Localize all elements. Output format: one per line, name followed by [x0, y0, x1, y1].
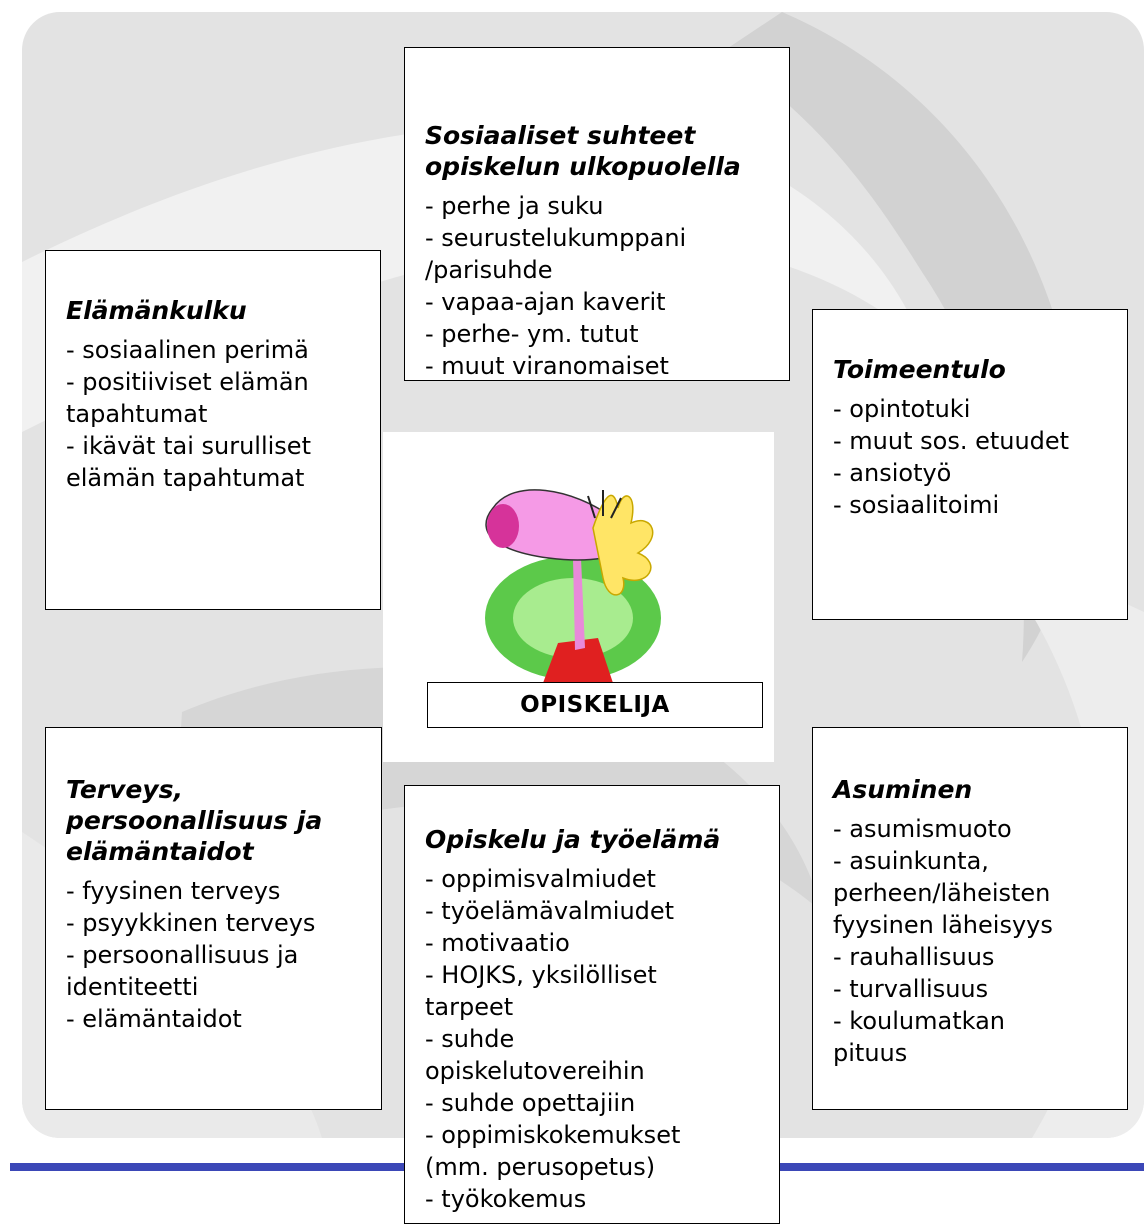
box-study-work-list: - oppimisvalmiudet - työelämävalmiudet -… [425, 863, 779, 1215]
list-item: - muut sos. etuudet [833, 427, 1070, 455]
box-housing: Asuminen - asumismuoto - asuinkunta, per… [812, 727, 1128, 1110]
list-item: - persoonallisuus ja [66, 941, 299, 969]
list-item: - suhde opettajiin [425, 1089, 636, 1117]
list-item: - vapaa-ajan kaverit [425, 288, 666, 316]
list-item: - oppimiskokemukset [425, 1121, 681, 1149]
list-item: - psyykkinen terveys [66, 909, 316, 937]
list-item: - rauhallisuus [833, 943, 995, 971]
list-item: - motivaatio [425, 929, 570, 957]
list-item: - sosiaalinen perimä [66, 336, 309, 364]
box-health-title: Terveys, persoonallisuus ja elämäntaidot [66, 775, 323, 866]
list-item: - työkokemus [425, 1185, 587, 1213]
list-item: - koulumatkan [833, 1007, 1005, 1035]
box-income-list: - opintotuki - muut sos. etuudet - ansio… [833, 393, 1127, 521]
box-life-course: Elämänkulku - sosiaalinen perimä - posit… [45, 250, 381, 610]
list-item: - turvallisuus [833, 975, 989, 1003]
box-health-list: - fyysinen terveys - psyykkinen terveys … [66, 875, 381, 1035]
box-social-relations-list: - perhe ja suku - seurustelukumppani /pa… [425, 190, 789, 382]
box-life-course-list: - sosiaalinen perimä - positiiviset eläm… [66, 334, 380, 494]
list-item: elämän tapahtumat [66, 464, 305, 492]
list-item: identiteetti [66, 973, 199, 1001]
box-housing-title: Asuminen [833, 775, 973, 804]
box-study-work: Opiskelu ja työelämä - oppimisvalmiudet … [404, 785, 780, 1224]
list-item: - HOJKS, yksilölliset [425, 961, 657, 989]
list-item: - ikävät tai surulliset [66, 432, 311, 460]
box-life-course-title: Elämänkulku [66, 296, 247, 325]
box-social-relations: Sosiaaliset suhteet opiskelun ulkopuolel… [404, 47, 790, 381]
list-item: fyysinen läheisyys [833, 911, 1053, 939]
list-item: /parisuhde [425, 256, 553, 284]
box-study-work-title: Opiskelu ja työelämä [425, 825, 721, 854]
list-item: - sosiaalitoimi [833, 491, 1000, 519]
list-item: - muut viranomaiset [425, 352, 669, 380]
list-item: - perhe ja suku [425, 192, 604, 220]
list-item: opiskelutovereihin [425, 1057, 645, 1085]
list-item: - asumismuoto [833, 815, 1012, 843]
list-item: pituus [833, 1039, 908, 1067]
box-health: Terveys, persoonallisuus ja elämäntaidot… [45, 727, 382, 1110]
list-item: tarpeet [425, 993, 514, 1021]
list-item: - suhde [425, 1025, 515, 1053]
list-item: - oppimisvalmiudet [425, 865, 656, 893]
list-item: - perhe- ym. tutut [425, 320, 639, 348]
mascot-illustration [485, 489, 661, 683]
box-housing-list: - asumismuoto - asuinkunta, perheen/lähe… [833, 813, 1127, 1069]
list-item: - positiiviset elämän [66, 368, 309, 396]
list-item: (mm. perusopetus) [425, 1153, 656, 1181]
list-item: - ansiotyö [833, 459, 952, 487]
list-item: - elämäntaidot [66, 1005, 242, 1033]
center-label-box: OPISKELIJA [427, 682, 763, 728]
list-item: - asuinkunta, [833, 847, 989, 875]
list-item: - työelämävalmiudet [425, 897, 675, 925]
box-social-relations-title: Sosiaaliset suhteet opiskelun ulkopuolel… [425, 121, 741, 181]
list-item: perheen/läheisten [833, 879, 1051, 907]
list-item: - opintotuki [833, 395, 971, 423]
list-item: - fyysinen terveys [66, 877, 281, 905]
center-label: OPISKELIJA [520, 692, 670, 718]
box-income: Toimeentulo - opintotuki - muut sos. etu… [812, 309, 1128, 620]
box-income-title: Toimeentulo [833, 355, 1006, 384]
list-item: - seurustelukumppani [425, 224, 687, 252]
list-item: tapahtumat [66, 400, 208, 428]
